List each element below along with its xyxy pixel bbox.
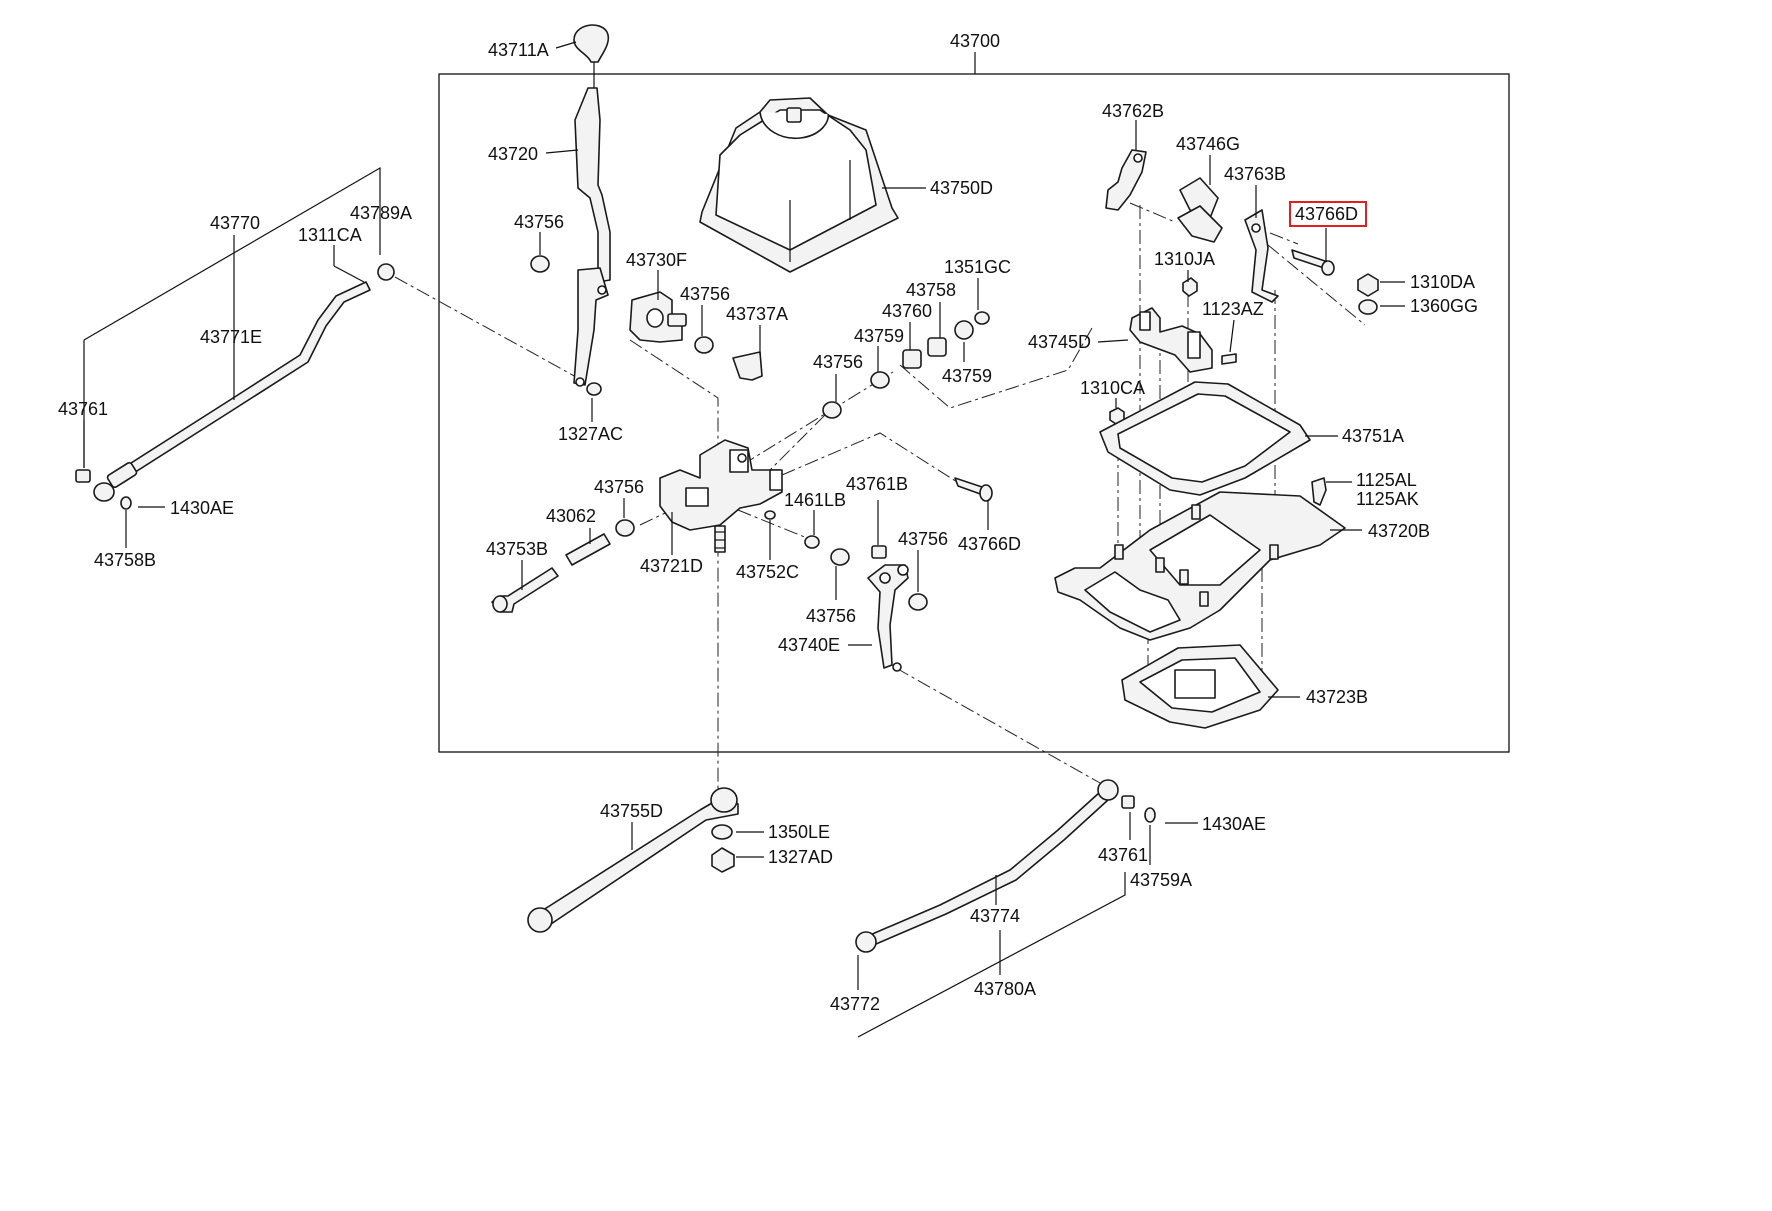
part-label-43759: 43759 [854,326,904,346]
part-label-1461LB: 1461LB [784,490,846,510]
assembly-frame: 43700 [438,31,1510,753]
part-label-43753B: 43753B [486,539,548,559]
part-label-43758: 43758 [906,280,956,300]
part-label-43760: 43760 [882,301,932,321]
part-label-43771E: 43771E [200,327,262,347]
part-label-43761: 43761 [58,399,108,419]
part-label-1430AE: 1430AE [170,498,234,518]
cable-rod-left [75,166,395,510]
highlight-box [1289,201,1367,227]
part-label-43723B: 43723B [1306,687,1368,707]
part-labels: 43711A 43720 43756 43730F 43756 43737A 1… [58,40,1478,1014]
part-label-1125AL: 1125AL [1356,470,1417,490]
part-label-43752C: 43752C [736,562,799,582]
part-label-43730F: 43730F [626,250,687,270]
part-label-43780A: 43780A [974,979,1036,999]
part-label-43789A: 43789A [350,203,412,223]
part-label-43759A: 43759A [1130,870,1192,890]
part-label-1310JA: 1310JA [1154,249,1215,269]
shift-boot [699,97,899,273]
part-label-43750D: 43750D [930,178,993,198]
part-label-1351GC: 1351GC [944,257,1011,277]
nut-icon [586,382,602,396]
part-label-43721D: 43721D [640,556,703,576]
small-parts [629,291,990,419]
lever-base [659,439,783,553]
select-arm [830,477,993,672]
bushing-icon [530,255,550,273]
rod-43755D [527,787,739,933]
shift-knob [573,24,610,63]
part-label-43756: 43756 [813,352,863,372]
part-label-43772: 43772 [830,994,880,1014]
part-label-43740E: 43740E [778,635,840,655]
part-label-1310CA: 1310CA [1080,378,1145,398]
part-label-43745D: 43745D [1028,332,1091,352]
part-label-43711A: 43711A [488,40,549,60]
part-label-1350LE: 1350LE [768,822,830,842]
part-label-43756: 43756 [594,477,644,497]
part-label-1125AK: 1125AK [1356,489,1419,509]
part-label-43762B: 43762B [1102,101,1164,121]
part-label-43756: 43756 [806,606,856,626]
part-label-1360GG: 1360GG [1410,296,1478,316]
part-label-43755D: 43755D [600,801,663,821]
part-label-43751A: 43751A [1342,426,1404,446]
shift-lever-bracket [573,267,609,386]
part-label-43756: 43756 [898,529,948,549]
part-label-43761: 43761 [1098,845,1148,865]
part-label-43766D: 43766D [958,534,1021,554]
shift-lever-assembly [530,24,611,396]
part-label-43763B: 43763B [1224,164,1286,184]
part-label-43756: 43756 [514,212,564,232]
part-label-1123AZ: 1123AZ [1202,299,1264,319]
part-label-43737A: 43737A [726,304,788,324]
part-label-43761B: 43761B [846,474,908,494]
part-label-43756: 43756 [680,284,730,304]
parts-diagram: 43700 [58,24,1510,1038]
spring-icon [902,349,922,369]
part-label-1327AD: 1327AD [768,847,833,867]
part-label-1310DA: 1310DA [1410,272,1475,292]
part-label-43758B: 43758B [94,550,156,570]
shift-lever [574,87,611,283]
part-label-43766D: 43766D [1295,204,1358,224]
part-label-43759: 43759 [942,366,992,386]
part-label-43720: 43720 [488,144,538,164]
part-label-43746G: 43746G [1176,134,1240,154]
part-label-1311CA: 1311CA [298,225,362,245]
sleeve-43062 [565,533,611,566]
part-label-43770: 43770 [210,213,260,233]
rod-43774 [855,779,1156,1038]
assembly-label: 43700 [950,31,1000,51]
pins-left [491,510,820,613]
part-label-43774: 43774 [970,906,1020,926]
right-parts [1054,149,1379,729]
part-label-43062: 43062 [546,506,596,526]
part-label-1430AE: 1430AE [1202,814,1266,834]
part-label-1327AC: 1327AC [558,424,623,444]
leader-lines [83,41,1405,990]
part-label-43720B: 43720B [1368,521,1430,541]
